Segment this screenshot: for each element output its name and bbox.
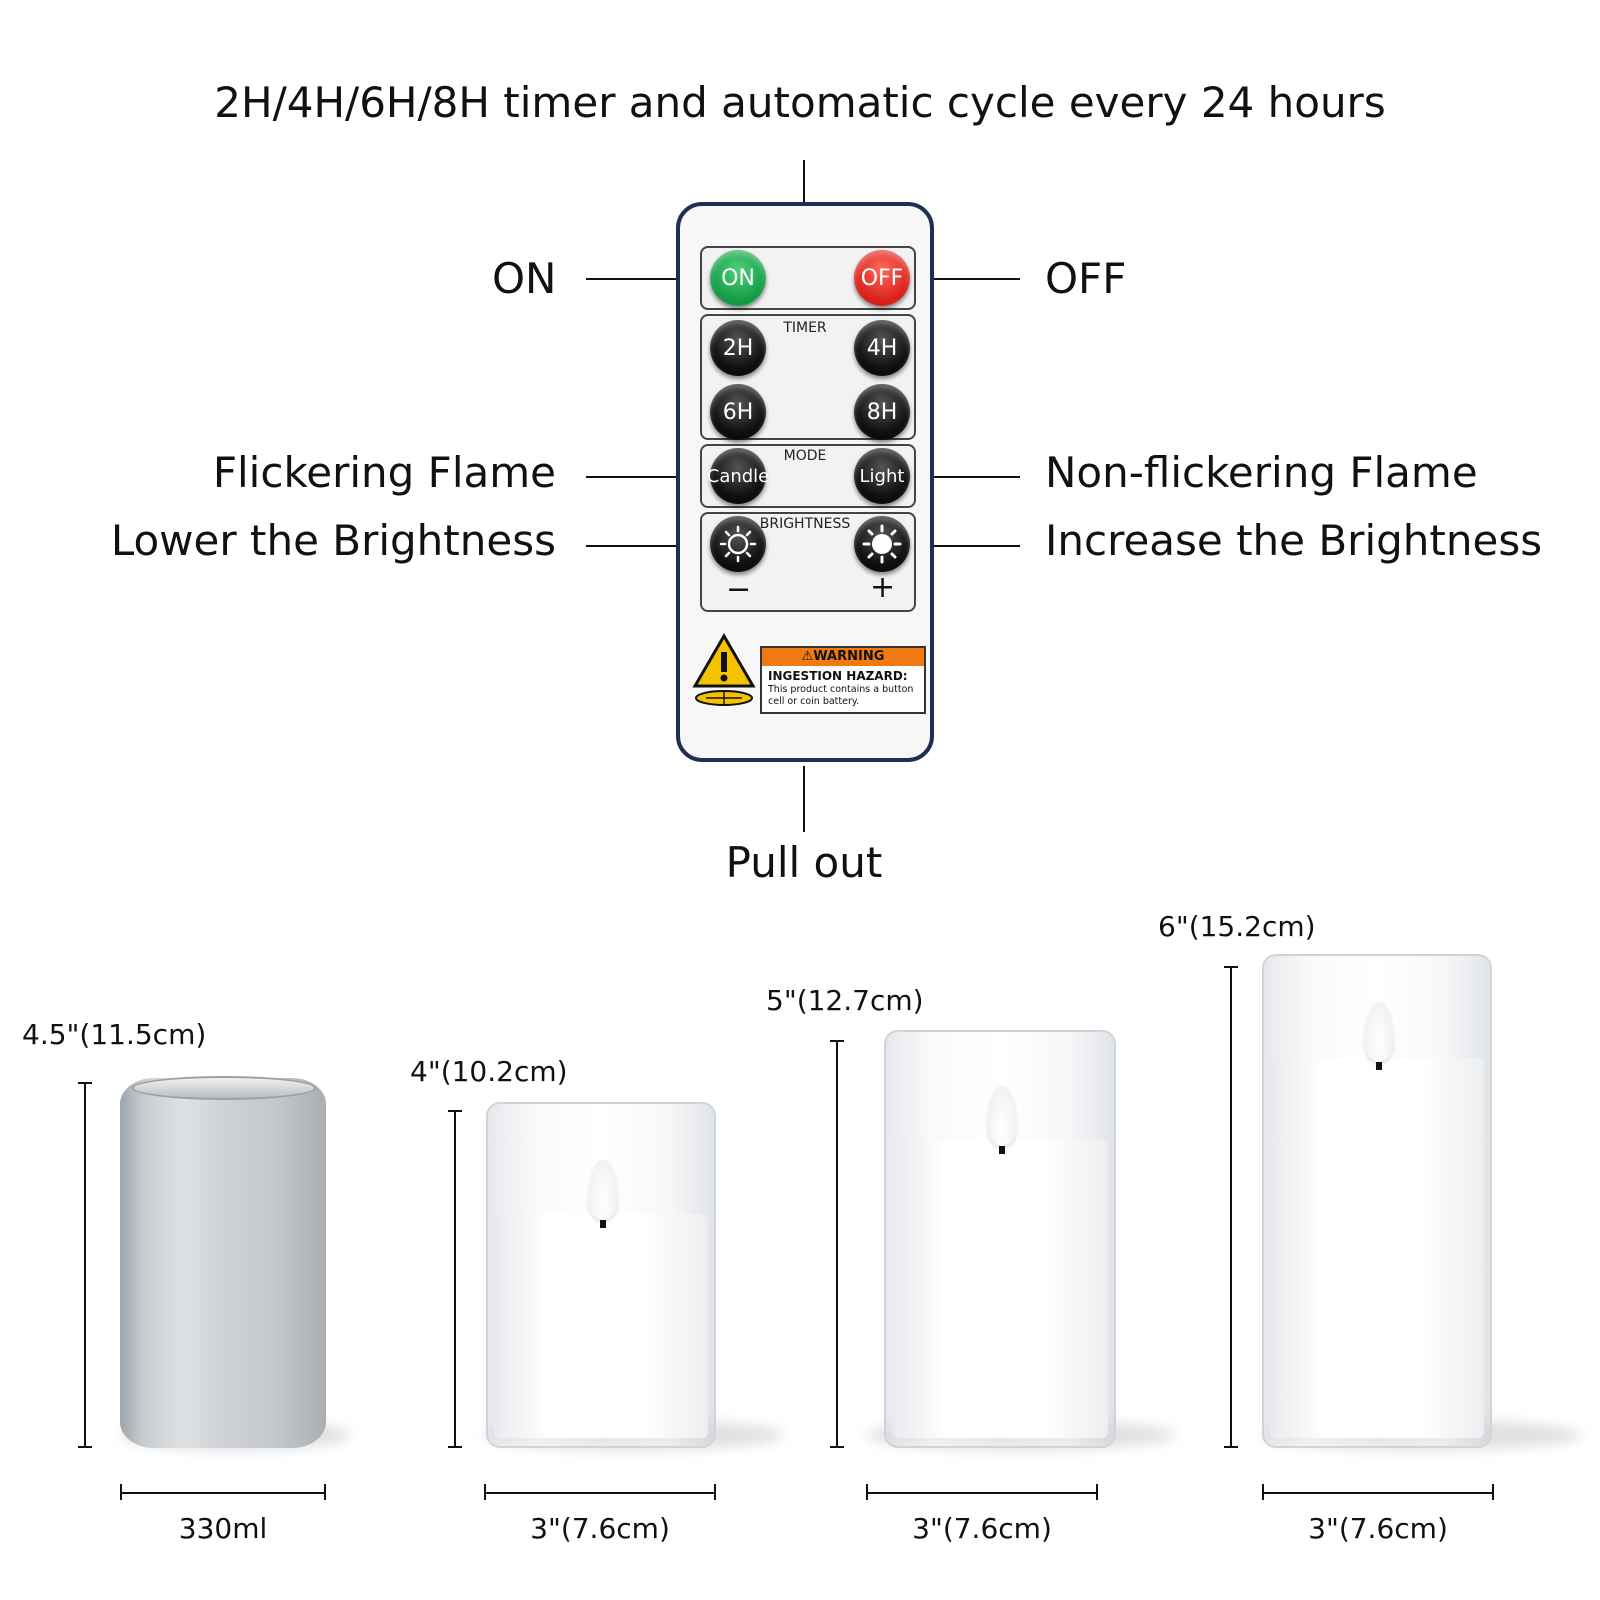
can-width-bar <box>120 1492 326 1494</box>
headline: 2H/4H/6H/8H timer and automatic cycle ev… <box>214 78 1386 127</box>
medium-width-cap-right <box>1096 1484 1098 1500</box>
on-label: ON <box>492 254 557 303</box>
can-width-cap-right <box>324 1484 326 1500</box>
nonflicker-leader-line <box>908 476 1020 478</box>
large-height-cap-bottom <box>1224 1446 1238 1448</box>
small-candle-flame <box>589 1160 617 1220</box>
medium-width-bar <box>866 1492 1098 1494</box>
large-width-cap-left <box>1262 1484 1264 1500</box>
increase-leader-line <box>908 545 1020 547</box>
medium-candle-flame <box>988 1086 1016 1146</box>
small-height-cap-bottom <box>448 1446 462 1448</box>
small-width-cap-right <box>714 1484 716 1500</box>
large-candle-flame <box>1365 1002 1393 1062</box>
pull-out-label: Pull out <box>725 838 883 887</box>
medium-candle-width-label: 3"(7.6cm) <box>912 1512 1052 1545</box>
candle-mode-button[interactable]: Candle <box>707 448 769 504</box>
mode-section-label: MODE <box>783 448 827 464</box>
medium-height-cap-top <box>830 1040 844 1042</box>
small-candle-wax <box>494 1214 708 1438</box>
medium-candle-wick <box>999 1146 1005 1154</box>
sun-filled-icon <box>862 524 902 564</box>
light-mode-button[interactable]: Light <box>854 448 910 504</box>
sun-outline-icon <box>719 525 757 563</box>
large-candle-glass <box>1262 954 1492 1448</box>
timer-2h-button[interactable]: 2H <box>710 320 766 376</box>
warning-triangle-icon <box>692 633 756 706</box>
timer-6h-button[interactable]: 6H <box>710 384 766 440</box>
large-candle-width-label: 3"(7.6cm) <box>1308 1512 1448 1545</box>
can-height-label: 4.5"(11.5cm) <box>22 1018 207 1051</box>
brightness-up-button[interactable] <box>854 516 910 572</box>
hazard-text: This product contains a button cell or c… <box>768 684 914 707</box>
minus-sign: − <box>726 572 752 607</box>
can-height-cap-top <box>78 1082 92 1084</box>
small-height-cap-top <box>448 1110 462 1112</box>
can-height-cap-bottom <box>78 1446 92 1448</box>
can-height-bar <box>84 1082 86 1448</box>
timer-4h-button[interactable]: 4H <box>854 320 910 376</box>
plus-sign: + <box>870 570 896 605</box>
small-candle-wick <box>600 1220 606 1228</box>
flicker-leader-line <box>586 476 698 478</box>
small-candle-glass <box>486 1102 716 1448</box>
lower-brightness-label: Lower the Brightness <box>110 516 556 565</box>
timer-section-label: TIMER <box>783 320 827 336</box>
large-candle-height-label: 6"(15.2cm) <box>1158 910 1316 943</box>
medium-width-cap-left <box>866 1484 868 1500</box>
warning-title: ⚠WARNING <box>762 648 924 666</box>
off-leader-line <box>908 278 1020 280</box>
small-height-bar <box>454 1110 456 1448</box>
non-flickering-flame-label: Non-flickering Flame <box>1045 448 1478 497</box>
flickering-flame-label: Flickering Flame <box>212 448 556 497</box>
soda-can <box>120 1078 326 1448</box>
lower-leader-line <box>586 545 698 547</box>
small-width-cap-left <box>484 1484 486 1500</box>
medium-candle-wax <box>892 1140 1108 1438</box>
can-lid <box>132 1076 316 1100</box>
small-width-bar <box>484 1492 716 1494</box>
off-button[interactable]: OFF <box>854 250 910 306</box>
timer-8h-button[interactable]: 8H <box>854 384 910 440</box>
pullout-leader-line <box>803 766 805 832</box>
small-candle-height-label: 4"(10.2cm) <box>410 1055 568 1088</box>
increase-brightness-label: Increase the Brightness <box>1045 516 1543 565</box>
off-label: OFF <box>1045 254 1127 303</box>
brightness-section-label: BRIGHTNESS <box>759 516 851 532</box>
ingestion-hazard: INGESTION HAZARD: <box>768 669 908 683</box>
on-button[interactable]: ON <box>710 250 766 306</box>
can-volume-label: 330ml <box>178 1512 268 1545</box>
brightness-down-button[interactable] <box>710 516 766 572</box>
large-candle-wick <box>1376 1062 1382 1070</box>
can-width-cap-left <box>120 1484 122 1500</box>
medium-height-cap-bottom <box>830 1446 844 1448</box>
small-candle-width-label: 3"(7.6cm) <box>530 1512 670 1545</box>
warning-label: ⚠WARNING INGESTION HAZARD: This product … <box>760 646 926 714</box>
warning-small-icon: ⚠ <box>801 649 814 664</box>
large-width-bar <box>1262 1492 1494 1494</box>
remote-control: ON OFF TIMER 2H 4H 6H 8H MODE Candle Lig… <box>676 202 934 762</box>
large-height-bar <box>1230 966 1232 1448</box>
medium-height-bar <box>836 1040 838 1448</box>
on-leader-line <box>586 278 698 280</box>
medium-candle-height-label: 5"(12.7cm) <box>766 984 924 1017</box>
large-candle-wax <box>1270 1058 1484 1438</box>
medium-candle-glass <box>884 1030 1116 1448</box>
large-width-cap-right <box>1492 1484 1494 1500</box>
large-height-cap-top <box>1224 966 1238 968</box>
